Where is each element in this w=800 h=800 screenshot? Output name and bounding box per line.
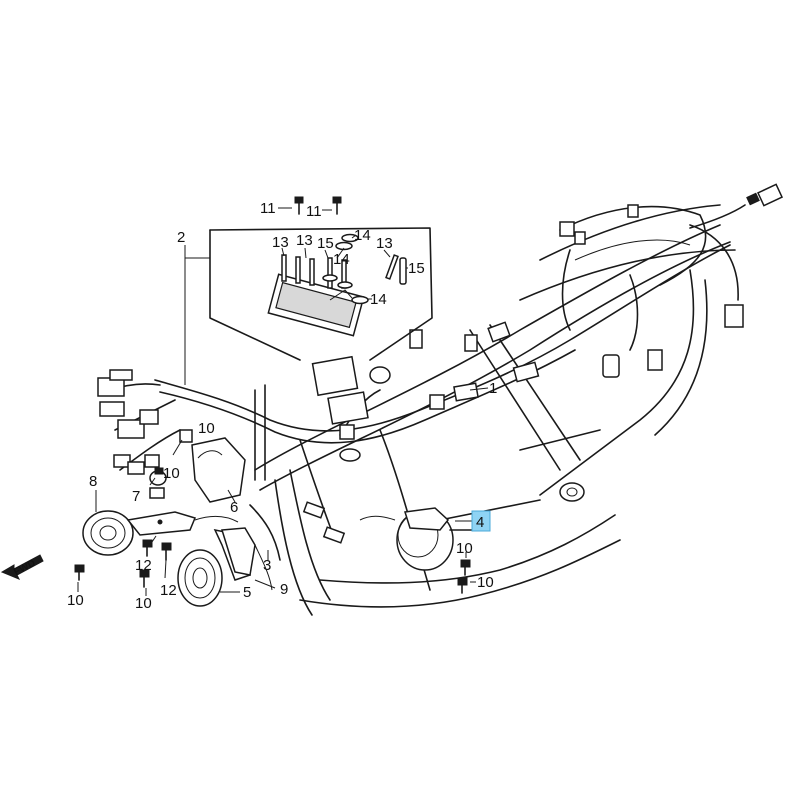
- label-part-10a: 10: [198, 420, 215, 437]
- ignition-coil: [359, 507, 476, 571]
- label-part-9: 9: [280, 581, 288, 598]
- label-part-7: 7: [132, 488, 140, 505]
- label-part-14b: 14: [333, 251, 350, 268]
- main-wire-harness: [99, 183, 784, 561]
- label-part-2: 2: [177, 229, 185, 246]
- cdi-unit: [267, 273, 391, 425]
- loose-bolts: [74, 467, 471, 594]
- label-part-12b: 12: [160, 582, 177, 599]
- label-part-10f: 10: [477, 574, 494, 591]
- part-4-highlight: [471, 510, 491, 532]
- label-part-4: 4: [476, 514, 484, 531]
- label-part-13b: 13: [296, 232, 313, 249]
- flasher-relay: [191, 437, 246, 503]
- label-fwd: FWD: [12, 558, 37, 578]
- label-part-8: 8: [89, 473, 97, 490]
- label-part-13c: 13: [376, 235, 393, 252]
- label-part-11b: 11: [306, 203, 322, 220]
- label-part-10c: 10: [67, 592, 84, 609]
- relay-cluster: [97, 369, 193, 499]
- label-part-3: 3: [263, 557, 271, 574]
- label-part-13a: 13: [272, 234, 289, 251]
- label-part-1: 1: [489, 380, 497, 397]
- label-part-14a: 14: [354, 227, 371, 244]
- label-part-15a: 15: [317, 235, 334, 252]
- label-part-10b: 10: [163, 465, 180, 482]
- callout-hardware: [281, 196, 407, 305]
- horn-bracket: [221, 527, 273, 591]
- callout-bracket: [209, 227, 433, 361]
- horn-left: [82, 510, 239, 556]
- label-part-11a: 11: [260, 200, 276, 217]
- motorcycle-frame: [254, 204, 736, 616]
- label-part-5: 5: [243, 584, 251, 601]
- label-part-6: 6: [230, 499, 238, 516]
- label-part-14c: 14: [370, 291, 387, 308]
- label-part-15b: 15: [408, 260, 425, 277]
- forward-arrow-icon: [0, 554, 44, 580]
- label-part-12a: 12: [135, 557, 152, 574]
- label-part-10d: 10: [135, 595, 152, 612]
- label-part-10e: 10: [456, 540, 473, 557]
